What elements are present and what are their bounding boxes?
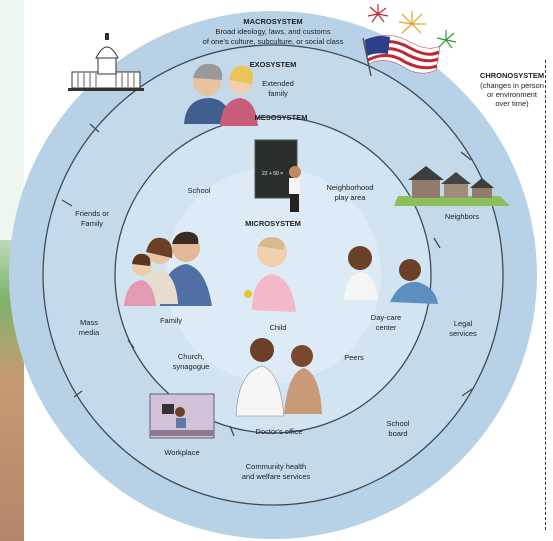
macrosystem-desc-line1: Broad ideology, laws, and customs: [215, 27, 331, 36]
community-health-label-line1: Community health: [246, 462, 306, 471]
legal-services-label-line2: services: [449, 329, 477, 338]
daycare-label-line2: center: [376, 323, 397, 332]
neighbors-label: Neighbors: [445, 212, 479, 221]
exosystem-title: EXOSYSTEM: [250, 60, 297, 69]
neighbors-houses-illustration: [394, 166, 510, 206]
friends-label-line2: Family: [81, 219, 103, 228]
arrow-tick: [229, 425, 235, 437]
friends-label-line1: Friends or: [75, 209, 109, 218]
community-health-label-line2: and welfare services: [242, 472, 311, 481]
arrow-tick: [127, 339, 135, 349]
extended-family-label-line2: family: [268, 89, 288, 98]
doctors-office-label: Doctor's office: [255, 427, 302, 436]
daycare-illustration: [344, 246, 438, 304]
church-label-line1: Church,: [178, 352, 204, 361]
microsystem-title: MICROSYSTEM: [245, 219, 301, 228]
family-label: Family: [160, 316, 182, 325]
fireworks-icon: [367, 4, 457, 49]
macrosystem-desc-line2: of one's culture, subculture, or social …: [203, 37, 344, 46]
arrow-tick: [89, 123, 100, 133]
chronosystem-timeline: [545, 60, 546, 530]
chronosystem-desc-line1: (changes in person: [480, 81, 544, 90]
extended-family-illustration: [184, 63, 258, 126]
neighborhood-label-line2: play area: [335, 193, 367, 202]
arrow-tick: [61, 199, 73, 207]
doctors-office-illustration: [235, 338, 322, 417]
mass-media-label-line1: Mass: [80, 318, 98, 327]
school-board-label-line2: board: [388, 429, 407, 438]
arrow-tick: [433, 237, 441, 249]
chalkboard-illustration: 22 + 50 =: [254, 139, 301, 212]
arrow-tick: [460, 151, 472, 161]
chronosystem-desc-line2: or environment: [487, 90, 538, 99]
chronosystem-desc-line3: over time): [495, 99, 529, 108]
child-label: Child: [269, 323, 286, 332]
extended-family-label-line1: Extended: [262, 79, 294, 88]
peers-label: Peers: [344, 353, 364, 362]
arrow-tick: [73, 390, 83, 398]
school-label: School: [188, 186, 211, 195]
workplace-illustration: [149, 393, 215, 439]
macrosystem-title: MACROSYSTEM: [243, 17, 302, 26]
daycare-label-line1: Day-care: [371, 313, 401, 322]
workplace-label: Workplace: [164, 448, 199, 457]
school-board-label-line1: School: [387, 419, 410, 428]
neighborhood-label-line1: Neighborhood: [326, 183, 373, 192]
american-flag-icon: [362, 35, 441, 77]
board-equation: 22 + 50 =: [262, 171, 283, 177]
child-illustration: [244, 237, 296, 312]
family-illustration: [124, 231, 212, 306]
arrow-tick: [461, 388, 473, 397]
mass-media-label-line2: media: [79, 328, 100, 337]
church-label-line2: synagogue: [173, 362, 210, 371]
mesosystem-title: MESOSYSTEM: [255, 113, 308, 122]
chronosystem-title: CHRONOSYSTEM: [480, 71, 544, 80]
capitol-building-icon: [68, 33, 144, 91]
legal-services-label-line1: Legal: [454, 319, 473, 328]
